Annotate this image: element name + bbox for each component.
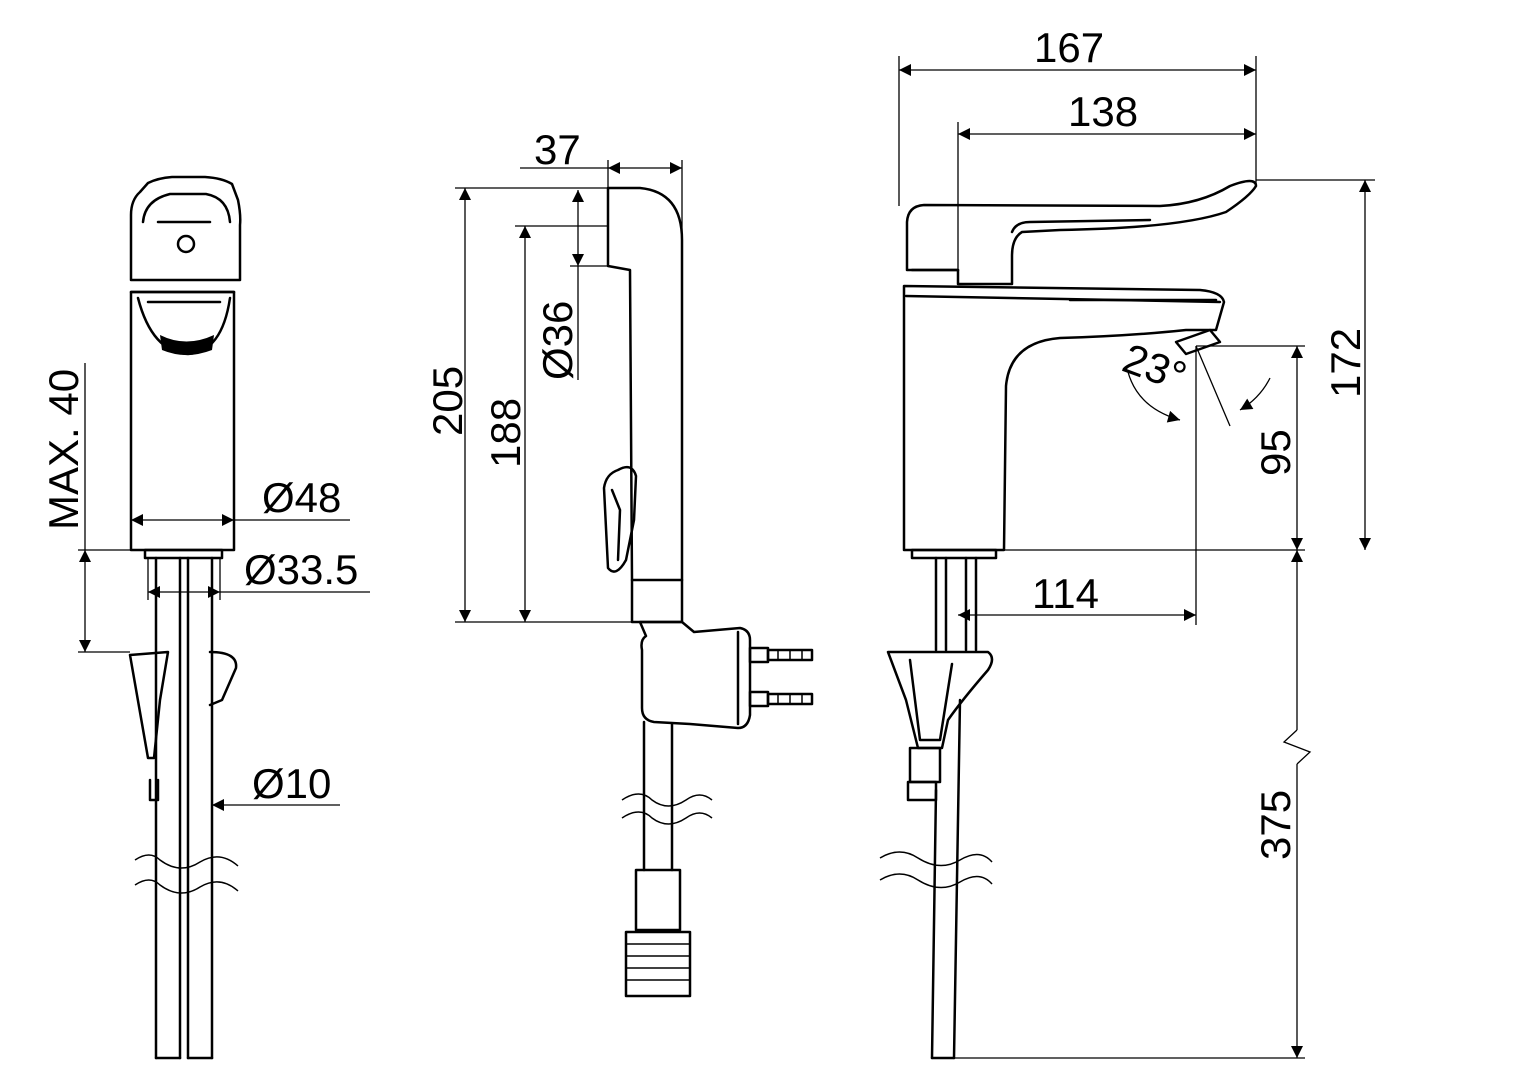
profile-view xyxy=(879,179,1258,1060)
side-lever xyxy=(602,465,638,573)
label-angle: 23° xyxy=(1117,334,1193,400)
label-188: 188 xyxy=(482,398,529,468)
profile-lever xyxy=(905,179,1258,286)
label-37: 37 xyxy=(534,126,581,173)
front-body xyxy=(129,290,236,552)
side-connection-box xyxy=(638,620,752,730)
front-aerator xyxy=(160,335,214,355)
side-body xyxy=(606,186,684,624)
profile-mounting-clamp xyxy=(886,650,994,750)
label-138: 138 xyxy=(1068,88,1138,135)
label-172: 172 xyxy=(1322,328,1369,398)
front-view xyxy=(128,175,242,1060)
side-dimensions: 37 205 188 Ø36 xyxy=(424,126,683,623)
label-dia-36: Ø36 xyxy=(534,301,581,380)
label-dia-33-5: Ø33.5 xyxy=(244,546,358,593)
label-205: 205 xyxy=(424,366,471,436)
profile-body xyxy=(902,284,1226,552)
front-supply-pipes xyxy=(154,556,214,1060)
label-95: 95 xyxy=(1252,429,1299,476)
label-167: 167 xyxy=(1034,24,1104,71)
front-dimensions: MAX. 40 Ø48 Ø33.5 Ø10 xyxy=(40,363,370,811)
label-375: 375 xyxy=(1252,790,1299,860)
side-hose-connectors xyxy=(748,646,814,708)
label-114: 114 xyxy=(1032,570,1099,617)
front-mounting-clamp xyxy=(128,650,170,760)
label-max-40: MAX. 40 xyxy=(40,369,87,530)
label-dia-48: Ø48 xyxy=(262,474,341,521)
profile-dimensions: 167 138 172 95 114 375 23° xyxy=(898,24,1375,1059)
side-plug xyxy=(634,868,682,932)
profile-aerator xyxy=(1174,328,1222,356)
label-dia-10: Ø10 xyxy=(252,760,331,807)
front-lever-handle xyxy=(129,175,242,282)
side-view xyxy=(602,186,814,998)
